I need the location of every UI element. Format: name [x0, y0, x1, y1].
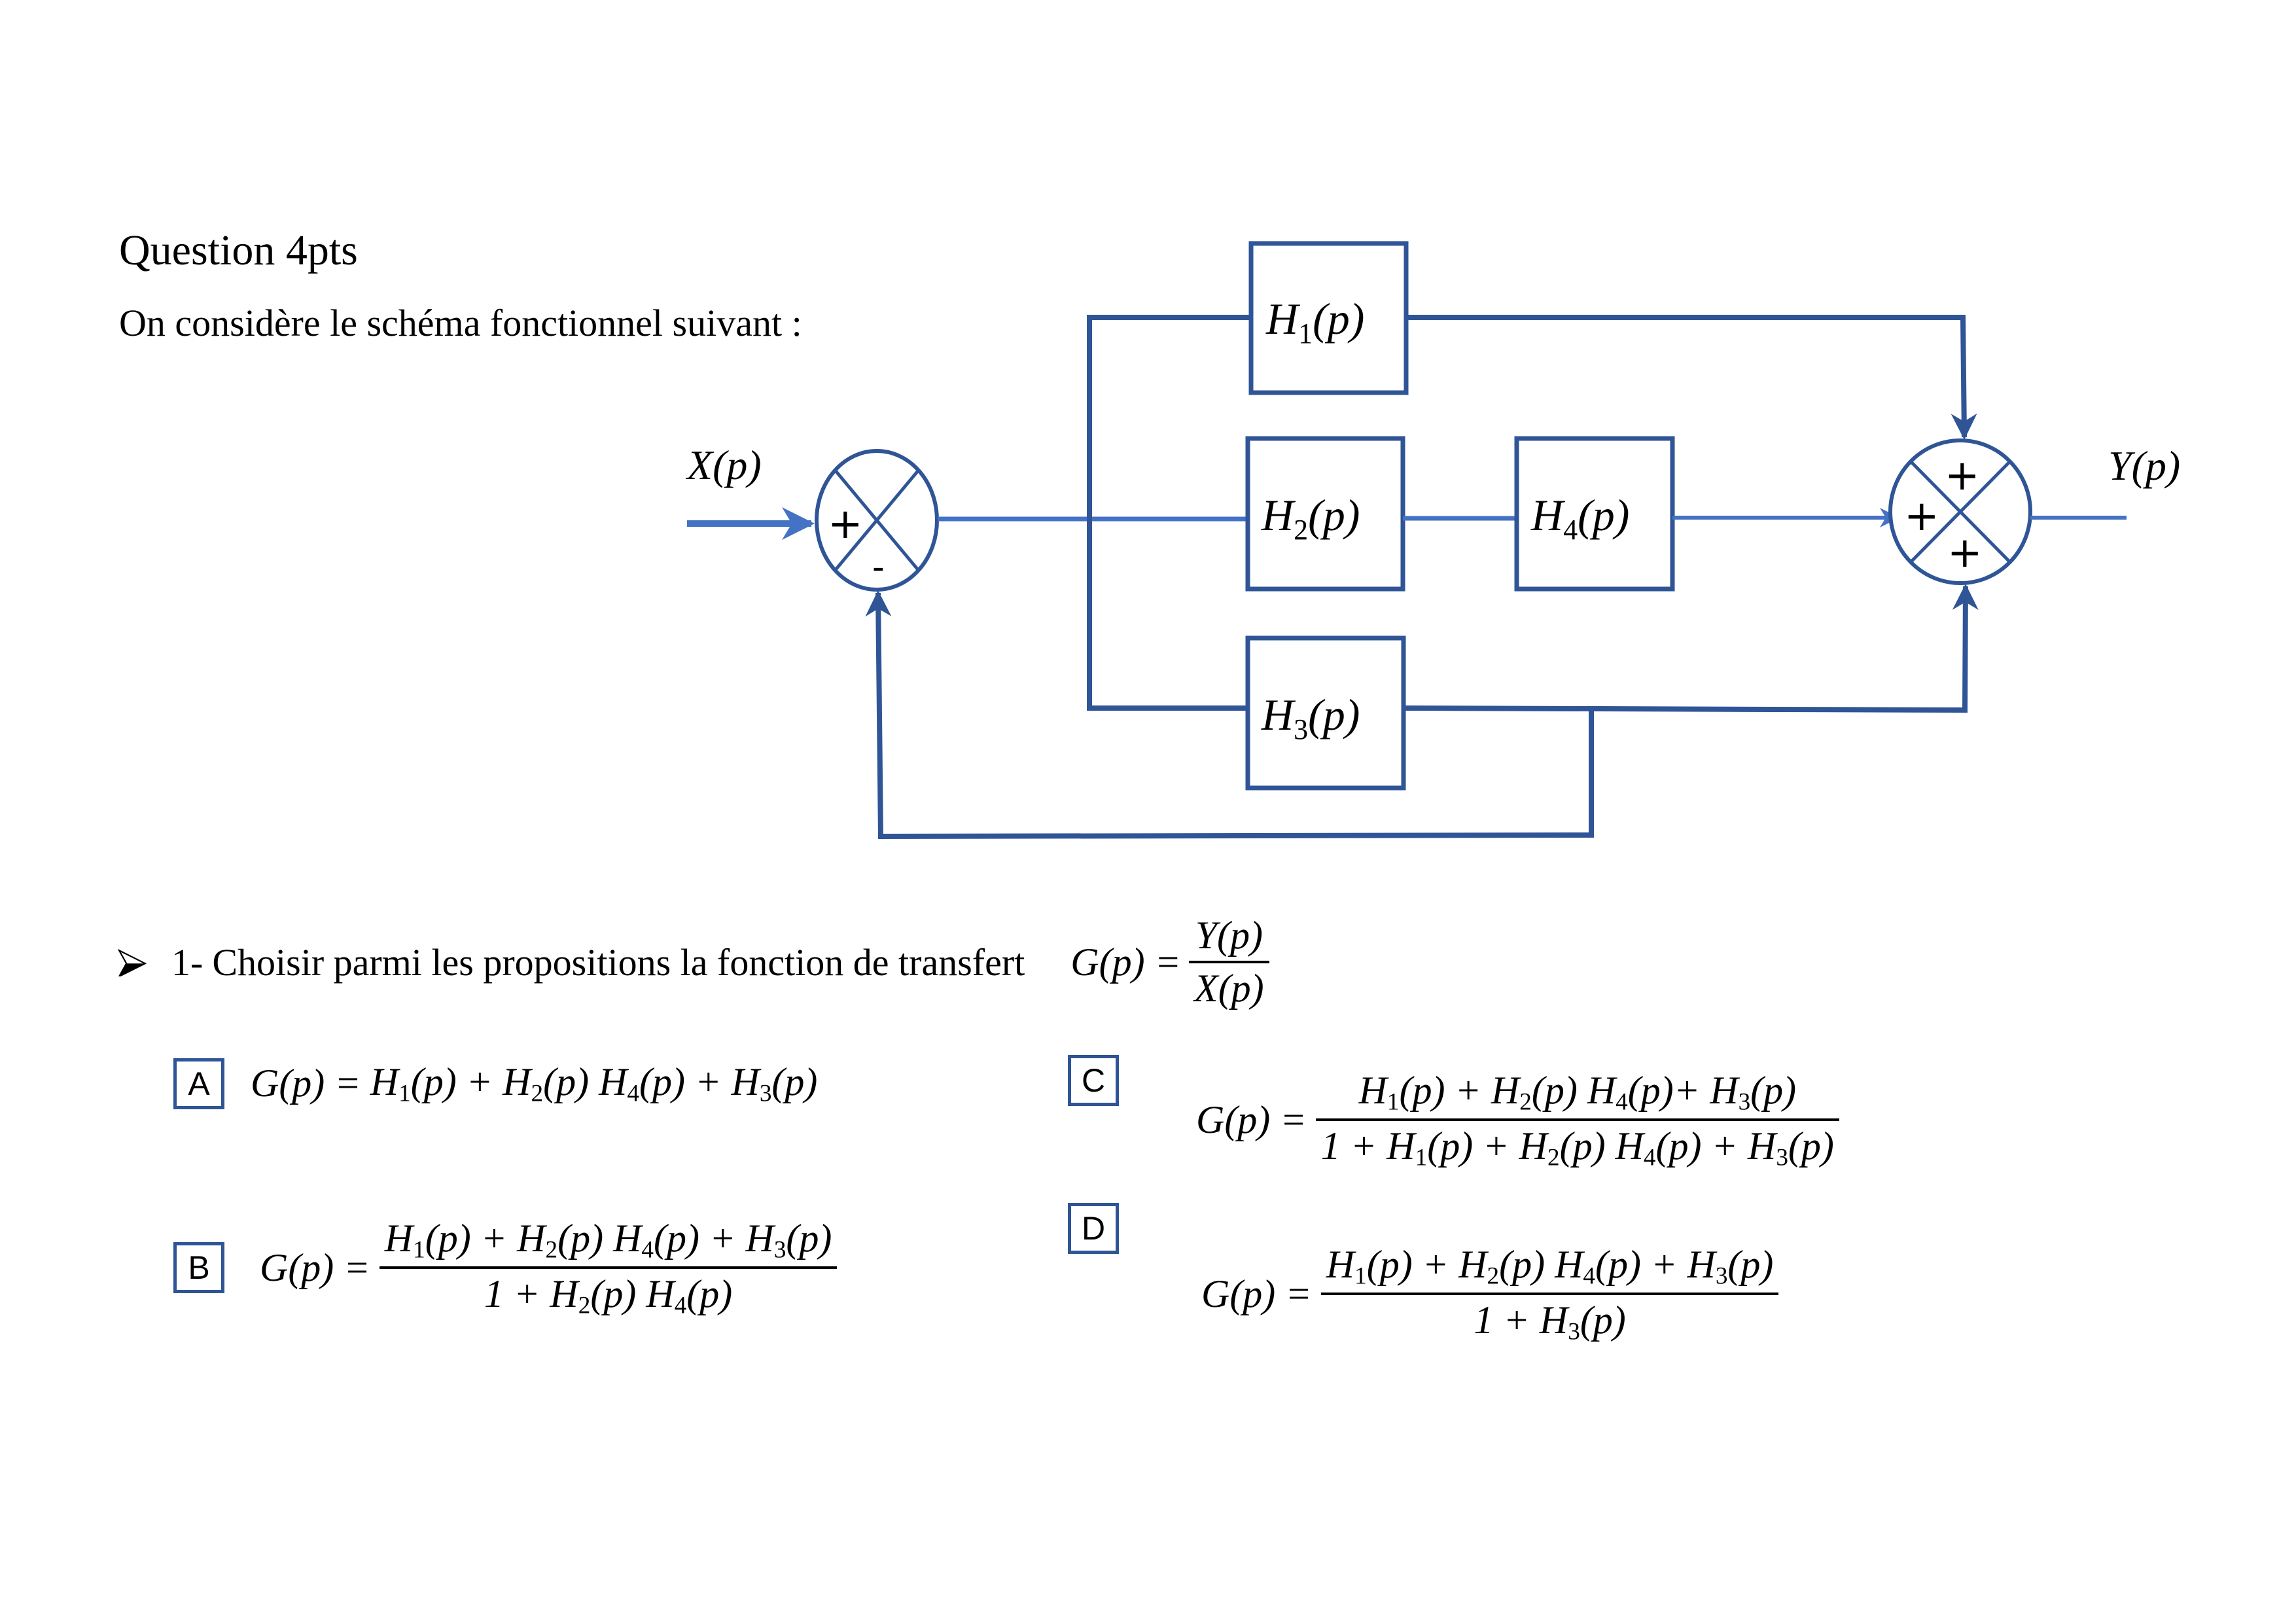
- subscript-index: 4: [674, 1292, 687, 1319]
- option-a-checkbox[interactable]: A: [173, 1058, 224, 1109]
- block-h2: H2(p): [1245, 436, 1405, 592]
- sign-minus-bottom: -: [872, 548, 885, 587]
- arrow-bullet-icon: [118, 949, 147, 976]
- distribution-bus: [1087, 315, 1251, 711]
- subscript-index: 4: [1643, 1144, 1656, 1171]
- feedback-line: [865, 590, 1594, 840]
- question-denominator: X(p): [1194, 967, 1264, 1010]
- fraction-bar: [1315, 1118, 1839, 1122]
- subscript-index: 1: [413, 1236, 425, 1264]
- block-h3: H3(p): [1245, 635, 1406, 791]
- question-fraction: Y(p) X(p): [1189, 913, 1269, 1011]
- option-a-expression: H1(p) + H2(p) H4(p) + H3(p): [370, 1060, 818, 1107]
- question-numerator: Y(p): [1195, 914, 1263, 957]
- option-c-fraction: H1(p) + H2(p) H4(p)+ H3(p) 1 + H1(p) + H…: [1315, 1068, 1839, 1172]
- question-text: Choisir parmi les propositions la foncti…: [212, 940, 1025, 984]
- sign-plus-top: +: [1945, 452, 1980, 500]
- option-b-denominator: 1 + H2(p) H4(p): [484, 1272, 733, 1319]
- subscript-index: 3: [1568, 1318, 1580, 1346]
- sign-plus-left: +: [1904, 492, 1939, 541]
- option-c-numerator: H1(p) + H2(p) H4(p)+ H3(p): [1358, 1069, 1797, 1116]
- subscript-index: 2: [1519, 1088, 1532, 1116]
- subscript-index: 2: [1547, 1144, 1560, 1171]
- question-line: 1- Choisir parmi les propositions la fon…: [118, 913, 1269, 1011]
- option-d[interactable]: D G(p) = H1(p) + H2(p) H4(p) + H3(p) 1 +…: [1068, 1203, 1779, 1346]
- option-d-denominator: 1 + H3(p): [1474, 1298, 1626, 1346]
- subscript-index: 2: [531, 1080, 544, 1107]
- option-a-equation: G(p) = H1(p) + H2(p) H4(p) + H3(p): [251, 1060, 817, 1107]
- fraction-bar: [1320, 1293, 1779, 1296]
- h1-to-sum2-line: [1406, 315, 1977, 440]
- subscript-index: 2: [545, 1236, 558, 1264]
- subscript-index: 3: [1715, 1262, 1728, 1290]
- svg-text:H4(p): H4(p): [1530, 490, 1629, 546]
- subscript-index: 3: [1776, 1144, 1788, 1171]
- option-b-checkbox[interactable]: B: [173, 1242, 224, 1294]
- option-d-checkbox[interactable]: D: [1068, 1203, 1119, 1254]
- input-label: X(p): [685, 442, 762, 488]
- option-b-lhs: G(p) =: [260, 1245, 370, 1289]
- block-h4: H4(p): [1514, 436, 1675, 592]
- h3-to-sum2-line: [1403, 584, 1979, 713]
- summing-junction-2: + + +: [1888, 438, 2032, 585]
- subscript-index: 2: [578, 1292, 591, 1319]
- option-a[interactable]: A G(p) = H1(p) + H2(p) H4(p) + H3(p): [173, 1058, 817, 1109]
- subscript-index: 4: [1583, 1262, 1596, 1290]
- subscript-index: 3: [759, 1080, 772, 1107]
- subscript-index: 3: [1738, 1088, 1751, 1116]
- subscript-index: 1: [1415, 1144, 1428, 1171]
- option-d-fraction: H1(p) + H2(p) H4(p) + H3(p) 1 + H3(p): [1320, 1242, 1779, 1346]
- subscript-index: 1: [1386, 1088, 1400, 1116]
- subscript-index: 3: [773, 1236, 786, 1264]
- subscript-index: 4: [1616, 1088, 1628, 1116]
- option-d-lhs: G(p) =: [1201, 1272, 1312, 1315]
- question-lhs: G(p) =: [1070, 940, 1182, 984]
- option-b-numerator: H1(p) + H2(p) H4(p) + H3(p): [384, 1217, 832, 1264]
- option-a-lhs: G(p) =: [251, 1061, 361, 1105]
- question-intro: On considère le schéma fonctionnel suiva…: [119, 302, 802, 344]
- option-b-equation: G(p) = H1(p) + H2(p) H4(p) + H3(p) 1 + H…: [260, 1216, 838, 1320]
- output-label: Y(p): [2108, 442, 2180, 489]
- question-title: Question 4pts: [119, 226, 358, 274]
- option-b-fraction: H1(p) + H2(p) H4(p) + H3(p) 1 + H2(p) H4…: [379, 1216, 838, 1320]
- option-c-equation: G(p) = H1(p) + H2(p) H4(p)+ H3(p) 1 + H1…: [1196, 1068, 1839, 1172]
- fraction-bar: [1189, 961, 1269, 963]
- svg-text:H2(p): H2(p): [1261, 490, 1360, 546]
- subscript-index: 2: [1487, 1262, 1500, 1290]
- sign-plus-bottom: +: [1947, 529, 1983, 577]
- option-c-denominator: 1 + H1(p) + H2(p) H4(p) + H3(p): [1320, 1124, 1834, 1171]
- subscript-index: 4: [641, 1236, 654, 1264]
- option-d-equation: G(p) = H1(p) + H2(p) H4(p) + H3(p) 1 + H…: [1201, 1242, 1779, 1346]
- fraction-bar: [379, 1266, 838, 1270]
- block-diagram: X(p) + - H1(p) H2(p) H4(p) H3(p) + +: [685, 241, 2180, 840]
- question-number: 1-: [171, 940, 203, 984]
- option-c-checkbox[interactable]: C: [1068, 1055, 1119, 1106]
- option-d-numerator: H1(p) + H2(p) H4(p) + H3(p): [1326, 1243, 1774, 1290]
- summing-junction-1: + -: [815, 449, 939, 592]
- subscript-index: 1: [398, 1080, 411, 1107]
- sign-plus-left: +: [828, 500, 863, 548]
- subscript-index: 1: [1354, 1262, 1367, 1290]
- option-b[interactable]: B G(p) = H1(p) + H2(p) H4(p) + H3(p) 1 +…: [173, 1216, 838, 1320]
- svg-text:H3(p): H3(p): [1261, 690, 1360, 745]
- option-c-lhs: G(p) =: [1196, 1097, 1307, 1141]
- subscript-index: 4: [627, 1080, 640, 1107]
- svg-text:H1(p): H1(p): [1265, 294, 1364, 349]
- option-c[interactable]: C G(p) = H1(p) + H2(p) H4(p)+ H3(p) 1 + …: [1068, 1055, 1839, 1172]
- block-h1: H1(p): [1248, 241, 1409, 395]
